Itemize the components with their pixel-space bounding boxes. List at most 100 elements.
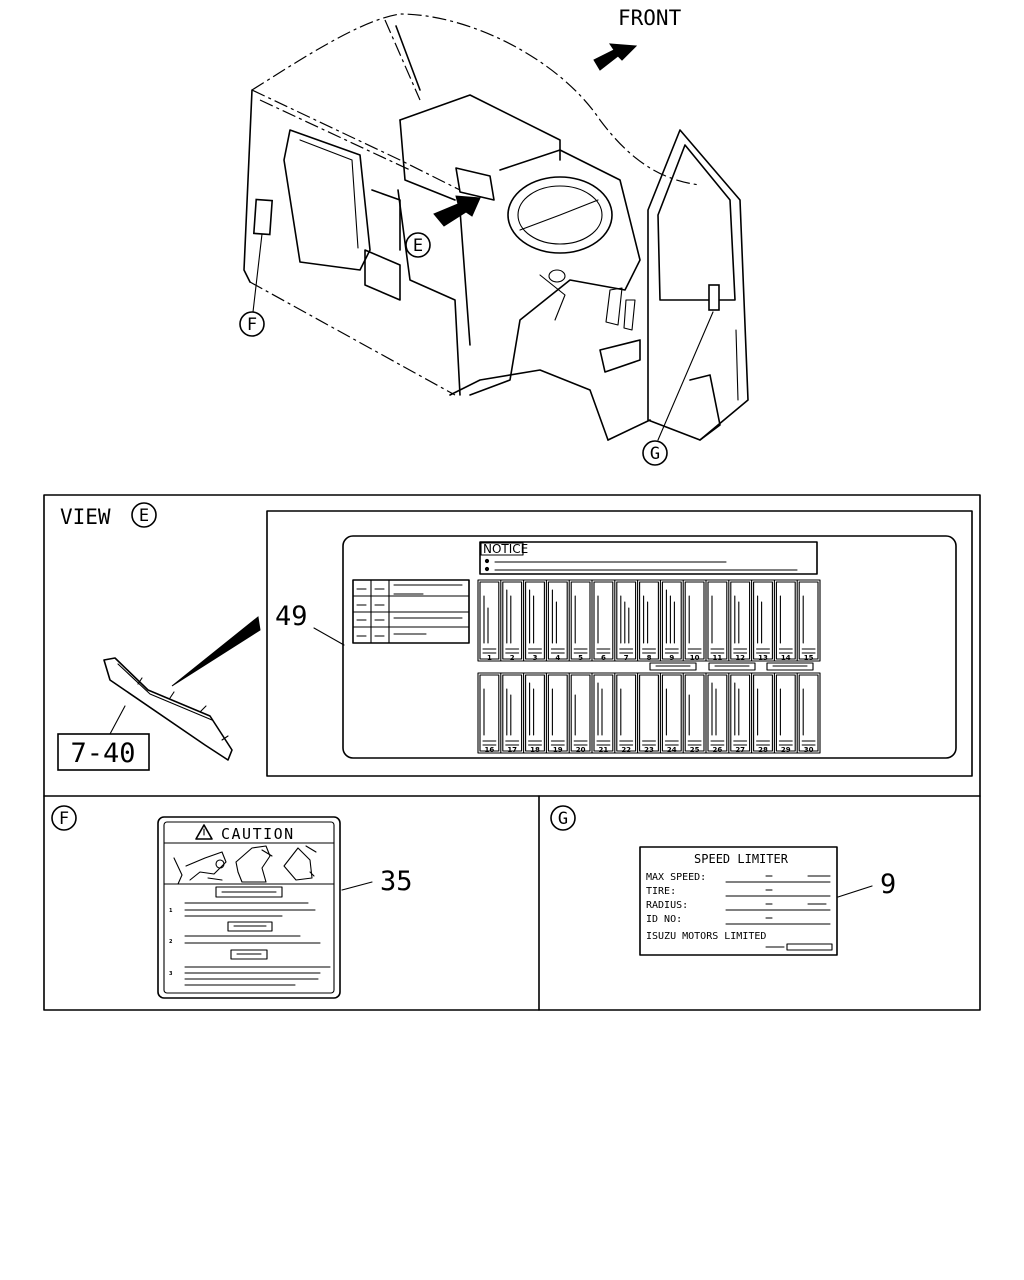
- grid-column-number: 11: [713, 654, 723, 662]
- grid-column-number: 13: [758, 654, 768, 662]
- grid-bar: [766, 662, 814, 671]
- steering-wheel-outline: [507, 176, 613, 254]
- grid-column-number: 12: [735, 654, 745, 662]
- notice-label: NOTICE: [483, 542, 528, 556]
- item-49-number: 49: [275, 601, 308, 632]
- grid-column: 26: [705, 672, 728, 754]
- grid-column: 20: [568, 672, 591, 754]
- part-ref-label: 7-40: [70, 738, 135, 769]
- grid-column-number: 6: [601, 654, 606, 662]
- grid-column: 19: [545, 672, 568, 754]
- caution-sticker: [157, 816, 341, 999]
- view-g-circle: G: [550, 805, 576, 831]
- pictogram-person-icon: [173, 851, 227, 885]
- grid-column: 29: [773, 672, 796, 754]
- grid-column-number: 7: [624, 654, 629, 662]
- grid-column: 30: [796, 672, 819, 754]
- speed-limiter-field: RADIUS:: [646, 900, 688, 911]
- grid-column-number: 5: [578, 654, 583, 662]
- warning-triangle-icon: [195, 824, 213, 840]
- grid-column: 13: [751, 579, 773, 662]
- label-g-location: [708, 284, 720, 311]
- grid-column: 5: [568, 579, 591, 662]
- view-e-circle: E: [131, 502, 157, 528]
- grid-column-number: 15: [804, 654, 814, 662]
- grid-column-number: 30: [804, 746, 814, 754]
- label-e-location: [455, 167, 495, 201]
- open-door-outline: [647, 129, 749, 441]
- grid-column: 3: [523, 579, 545, 662]
- speed-limiter-field: TIRE:: [646, 886, 676, 897]
- cab-roof-outline: [251, 13, 701, 186]
- view-e-panel: VIEW E 7-40 49 NOTICE: [57, 502, 973, 777]
- grid-column-number: 3: [533, 654, 538, 662]
- manufacturer-label: ISUZU MOTORS LIMITED: [646, 931, 766, 942]
- grid-column: 16: [479, 674, 500, 754]
- speed-limiter-field: ID NO:: [646, 914, 682, 925]
- view-panels-frame: [43, 494, 981, 1011]
- grid-column-number: 8: [647, 654, 652, 662]
- view-f-circle: F: [51, 805, 77, 831]
- grid-column: 17: [500, 672, 523, 754]
- view-e-sticker: [342, 535, 957, 759]
- grid-column: 24: [659, 672, 682, 754]
- speed-limiter-title: SPEED LIMITER: [694, 852, 789, 866]
- view-e-sticker-frame: [266, 510, 973, 777]
- grid-column: 27: [728, 672, 751, 754]
- grid-bar: [649, 662, 697, 671]
- grid-column-number: 18: [530, 746, 540, 754]
- grid-column: 18: [523, 672, 545, 754]
- grid-column: 28: [751, 672, 773, 754]
- front-label: FRONT: [618, 6, 682, 30]
- grid-column-number: 25: [690, 746, 700, 754]
- grid-column: 11: [705, 579, 728, 662]
- view-f-panel: F CAUTION 1 2: [51, 805, 413, 999]
- grid-column-number: 10: [690, 654, 700, 662]
- front-arrow-icon: [593, 43, 638, 71]
- grid-column: 2: [500, 579, 523, 662]
- grid-column-number: 21: [599, 746, 609, 754]
- notice-box: [479, 541, 818, 575]
- grid-column: 22: [614, 672, 637, 754]
- grid-column: 15: [796, 579, 819, 662]
- view-e-title: VIEW: [60, 505, 111, 529]
- grid-column-number: 27: [735, 746, 745, 754]
- svg-text:1: 1: [169, 908, 173, 914]
- grid-column-number: 22: [621, 746, 631, 754]
- leader-wedge-icon: [171, 616, 261, 687]
- trim-panel-outline: [103, 657, 233, 761]
- grid-column-number: 16: [485, 746, 495, 754]
- svg-text:E: E: [413, 236, 423, 256]
- cab-overview-drawing: FRONT: [239, 6, 749, 466]
- grid-column-number: 4: [555, 654, 560, 662]
- legend-table: [352, 579, 470, 644]
- svg-text:F: F: [59, 809, 69, 829]
- grid-column: 1: [479, 581, 500, 662]
- grid-column-number: 9: [669, 654, 674, 662]
- grid-column-number: 1: [487, 654, 492, 662]
- callout-e: E: [405, 232, 431, 258]
- grid-column: 6: [591, 579, 614, 662]
- pictogram-seat-icon: [235, 845, 273, 883]
- grid-column-number: 19: [553, 746, 563, 754]
- grid-column: 21: [591, 672, 614, 754]
- label-f-location: [252, 198, 274, 236]
- grid-column-number: 14: [781, 654, 791, 662]
- svg-text:F: F: [247, 315, 257, 335]
- svg-text:G: G: [558, 809, 568, 829]
- grid-column: 25: [682, 672, 705, 754]
- view-e-arrow-icon: [433, 195, 481, 227]
- grid-column: 12: [728, 579, 751, 662]
- grid-column-number: 17: [507, 746, 517, 754]
- speed-limiter-field: MAX SPEED:: [646, 872, 706, 883]
- svg-text:2: 2: [169, 939, 173, 945]
- grid-bar: [708, 662, 756, 671]
- svg-text:E: E: [139, 506, 149, 526]
- grid-column-number: 29: [781, 746, 791, 754]
- dashboard-outline: [469, 149, 641, 396]
- item-35-number: 35: [380, 866, 413, 897]
- grid-column: 7: [614, 579, 637, 662]
